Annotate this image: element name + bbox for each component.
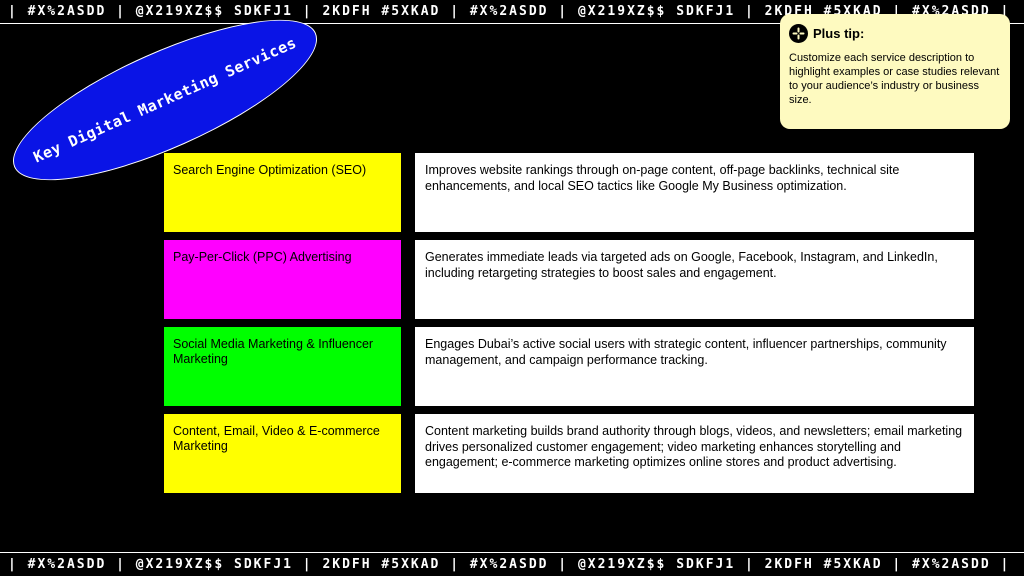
service-row: Pay-Per-Click (PPC) Advertising Generate… [164, 240, 974, 319]
plus-tip-header: Plus tip: [789, 24, 1000, 43]
service-label: Search Engine Optimization (SEO) [173, 163, 367, 177]
service-label-cell: Search Engine Optimization (SEO) [164, 153, 401, 232]
service-label-cell: Content, Email, Video & E-commerce Marke… [164, 414, 401, 493]
service-row: Search Engine Optimization (SEO) Improve… [164, 153, 974, 232]
service-row: Content, Email, Video & E-commerce Marke… [164, 414, 974, 493]
service-description-cell: Improves website rankings through on-pag… [415, 153, 974, 232]
plus-tip-card: Plus tip: Customize each service descrip… [780, 14, 1010, 129]
asterisk-icon [789, 24, 808, 43]
service-label: Pay-Per-Click (PPC) Advertising [173, 250, 352, 264]
service-description-cell: Content marketing builds brand authority… [415, 414, 974, 493]
service-label: Social Media Marketing & Influencer Mark… [173, 337, 374, 366]
service-description-cell: Generates immediate leads via targeted a… [415, 240, 974, 319]
service-description: Generates immediate leads via targeted a… [425, 250, 938, 280]
bottom-ticker-band: | #X%2ASDD | @X219XZ$$ SDKFJ1 | 2KDFH #5… [0, 552, 1024, 576]
plus-tip-body: Customize each service description to hi… [789, 52, 1000, 106]
top-ticker-band: | #X%2ASDD | @X219XZ$$ SDKFJ1 | 2KDFH #5… [0, 0, 1024, 24]
service-description: Engages Dubai’s active social users with… [425, 337, 947, 367]
service-description: Content marketing builds brand authority… [425, 424, 963, 469]
plus-tip-title: Plus tip: [813, 26, 865, 41]
service-label: Content, Email, Video & E-commerce Marke… [173, 424, 380, 453]
service-description-cell: Engages Dubai’s active social users with… [415, 327, 974, 406]
slide-title: Key Digital Marketing Services [30, 33, 300, 167]
service-label-cell: Pay-Per-Click (PPC) Advertising [164, 240, 401, 319]
service-row: Social Media Marketing & Influencer Mark… [164, 327, 974, 406]
service-label-cell: Social Media Marketing & Influencer Mark… [164, 327, 401, 406]
service-description: Improves website rankings through on-pag… [425, 163, 900, 193]
